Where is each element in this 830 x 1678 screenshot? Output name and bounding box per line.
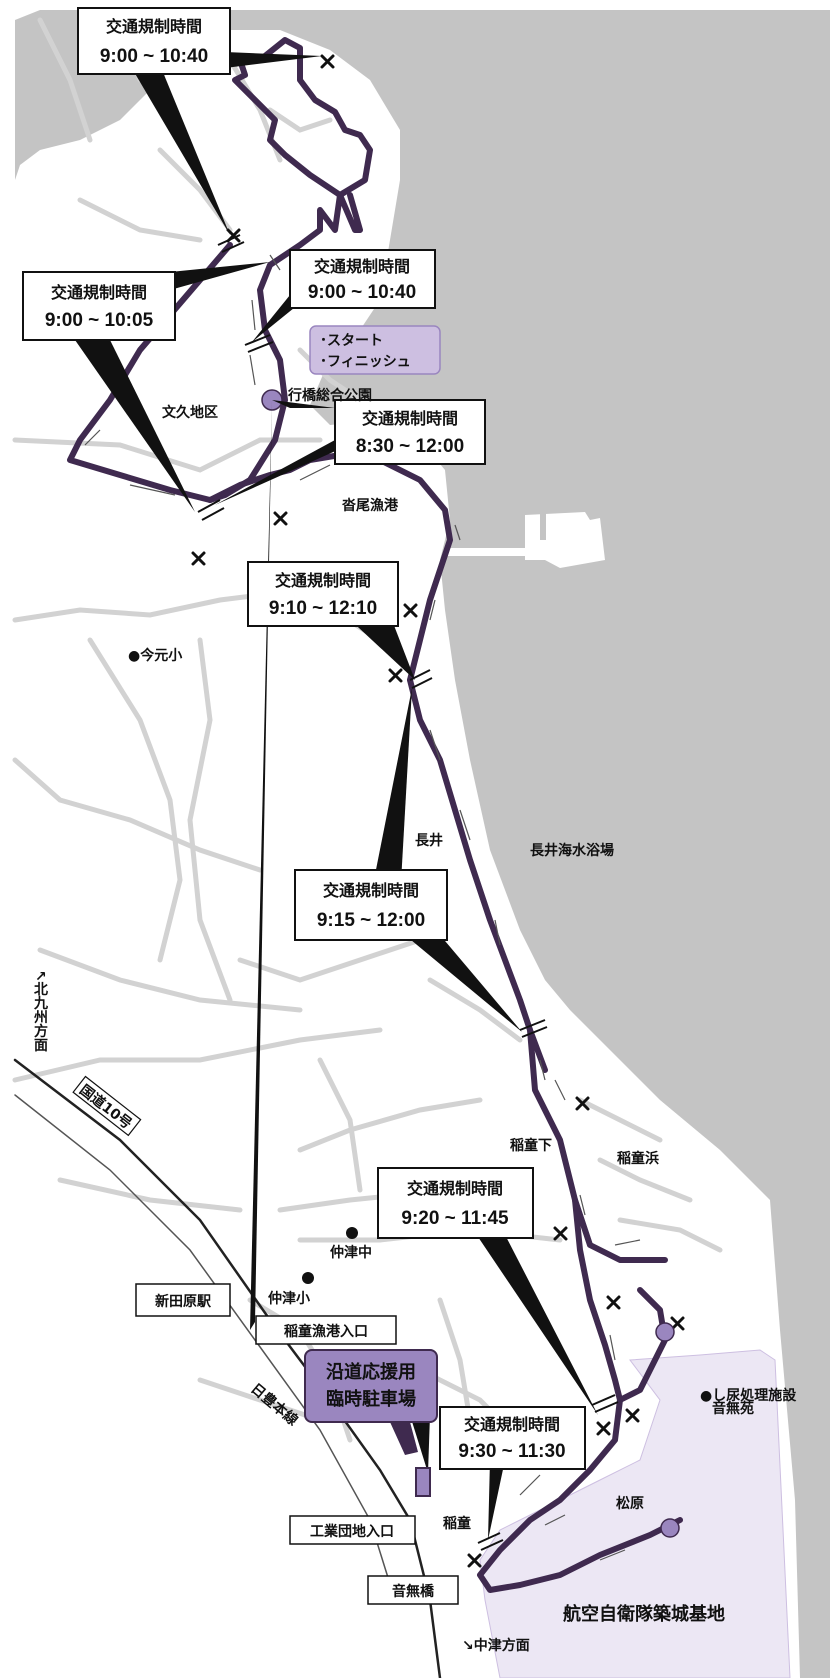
- restriction-time: 9:10 ~ 12:10: [269, 598, 377, 619]
- restriction-time: 8:30 ~ 12:00: [356, 436, 464, 457]
- land-lower-left: [15, 95, 215, 280]
- park-label: 行橋総合公園: [287, 387, 372, 404]
- kitakyushu-direction-label: ↖北九州方面: [32, 970, 49, 1053]
- sea-area: [15, 10, 830, 1678]
- restriction-box-1: 交通規制時間 9:00 ~ 10:40: [77, 7, 231, 75]
- finish-label: ･フィニッシュ: [320, 354, 411, 370]
- sewage-line1-label: ●し尿処理施設: [700, 1387, 797, 1404]
- nakatsu-es-label: 仲津小: [268, 1290, 310, 1307]
- pier: [525, 512, 605, 568]
- pier-arm: [445, 548, 595, 556]
- imamoto-es-label: ●今元小: [128, 647, 182, 664]
- industrial-park-entrance-box: 工業団地入口: [289, 1515, 416, 1545]
- marathon-route: [67, 37, 683, 1593]
- otonashi-bridge-box: 音無橋: [367, 1575, 459, 1605]
- restriction-title: 交通規制時間: [51, 283, 147, 302]
- restriction-box-4: 交通規制時間 8:30 ~ 12:00: [334, 399, 486, 465]
- otonashi-label: 音無橋: [392, 1583, 435, 1600]
- restriction-time: 9:00 ~ 10:05: [45, 310, 154, 331]
- restriction-time: 9:30 ~ 11:30: [458, 1441, 565, 1462]
- restriction-title: 交通規制時間: [464, 1415, 560, 1434]
- inado-port-entrance-box: 稲童漁港入口: [255, 1315, 397, 1345]
- inado-label: 稲童: [443, 1515, 471, 1532]
- restriction-box-6: 交通規制時間 9:15 ~ 12:00: [294, 869, 448, 941]
- parking-line1: 沿道応援用: [326, 1361, 416, 1383]
- inado-port-label: 稲童漁港入口: [284, 1323, 368, 1340]
- restriction-time: 9:15 ~ 12:00: [317, 910, 425, 931]
- restriction-box-7: 交通規制時間 9:20 ~ 11:45: [377, 1167, 534, 1239]
- restriction-time: 9:20 ~ 11:45: [401, 1208, 509, 1229]
- restriction-time: 9:00 ~ 10:40: [308, 282, 416, 303]
- parking-marker: [415, 1467, 431, 1497]
- restriction-title: 交通規制時間: [275, 571, 371, 590]
- restriction-hashes: [197, 234, 619, 1551]
- kutsuo-port-label: 沓尾漁港: [341, 497, 399, 514]
- nakatsu-direction-label: ↘中津方面: [462, 1637, 530, 1654]
- restriction-box-8: 交通規制時間 9:30 ~ 11:30: [439, 1406, 586, 1470]
- inadohama-label: 稲童浜: [617, 1150, 659, 1167]
- inadoshita-label: 稲童下: [510, 1137, 552, 1154]
- turnaround-marker-1: [655, 1322, 675, 1342]
- nakatsu-jh-label: 仲津中: [330, 1244, 372, 1261]
- pier-arm-2: [540, 510, 546, 540]
- restriction-box-5: 交通規制時間 9:10 ~ 12:10: [247, 561, 399, 627]
- restriction-box-3: 交通規制時間 9:00 ~ 10:05: [22, 271, 176, 341]
- restriction-title: 交通規制時間: [323, 881, 419, 900]
- restriction-box-2: 交通規制時間 9:00 ~ 10:40: [289, 249, 436, 309]
- direction-arrows: [84, 254, 641, 1561]
- restriction-title: 交通規制時間: [407, 1179, 503, 1198]
- air-base-label: 航空自衛隊築城基地: [563, 1603, 725, 1625]
- shindenbaru-label: 新田原駅: [155, 1293, 212, 1310]
- restriction-time: 9:00 ~ 10:40: [100, 46, 208, 67]
- sewage-line2-label: 音無苑: [712, 1400, 754, 1417]
- start-label: ･スタート: [320, 333, 383, 349]
- matsubara-label: 松原: [616, 1495, 644, 1512]
- start-finish-label: ･スタート ･フィニッシュ: [309, 325, 441, 375]
- closure-x-marks: [191, 54, 685, 1568]
- shindenbaru-station-box: 新田原駅: [135, 1283, 231, 1317]
- turnaround-marker-2: [660, 1518, 680, 1538]
- parking-line2: 臨時駐車場: [326, 1388, 416, 1410]
- bunkyu-label: 文久地区: [162, 404, 218, 421]
- nakatsu-es-dot: [302, 1272, 314, 1284]
- industrial-label: 工業団地入口: [310, 1523, 394, 1540]
- parking-callout: 沿道応援用 臨時駐車場: [304, 1349, 438, 1497]
- nagai-label: 長井: [415, 832, 443, 849]
- restriction-title: 交通規制時間: [362, 409, 458, 428]
- callout-pointers: [75, 52, 598, 1540]
- nagai-beach-label: 長井海水浴場: [530, 842, 614, 859]
- restriction-title: 交通規制時間: [106, 17, 202, 36]
- nakatsu-jh-dot: [346, 1227, 358, 1239]
- restriction-title: 交通規制時間: [314, 257, 410, 276]
